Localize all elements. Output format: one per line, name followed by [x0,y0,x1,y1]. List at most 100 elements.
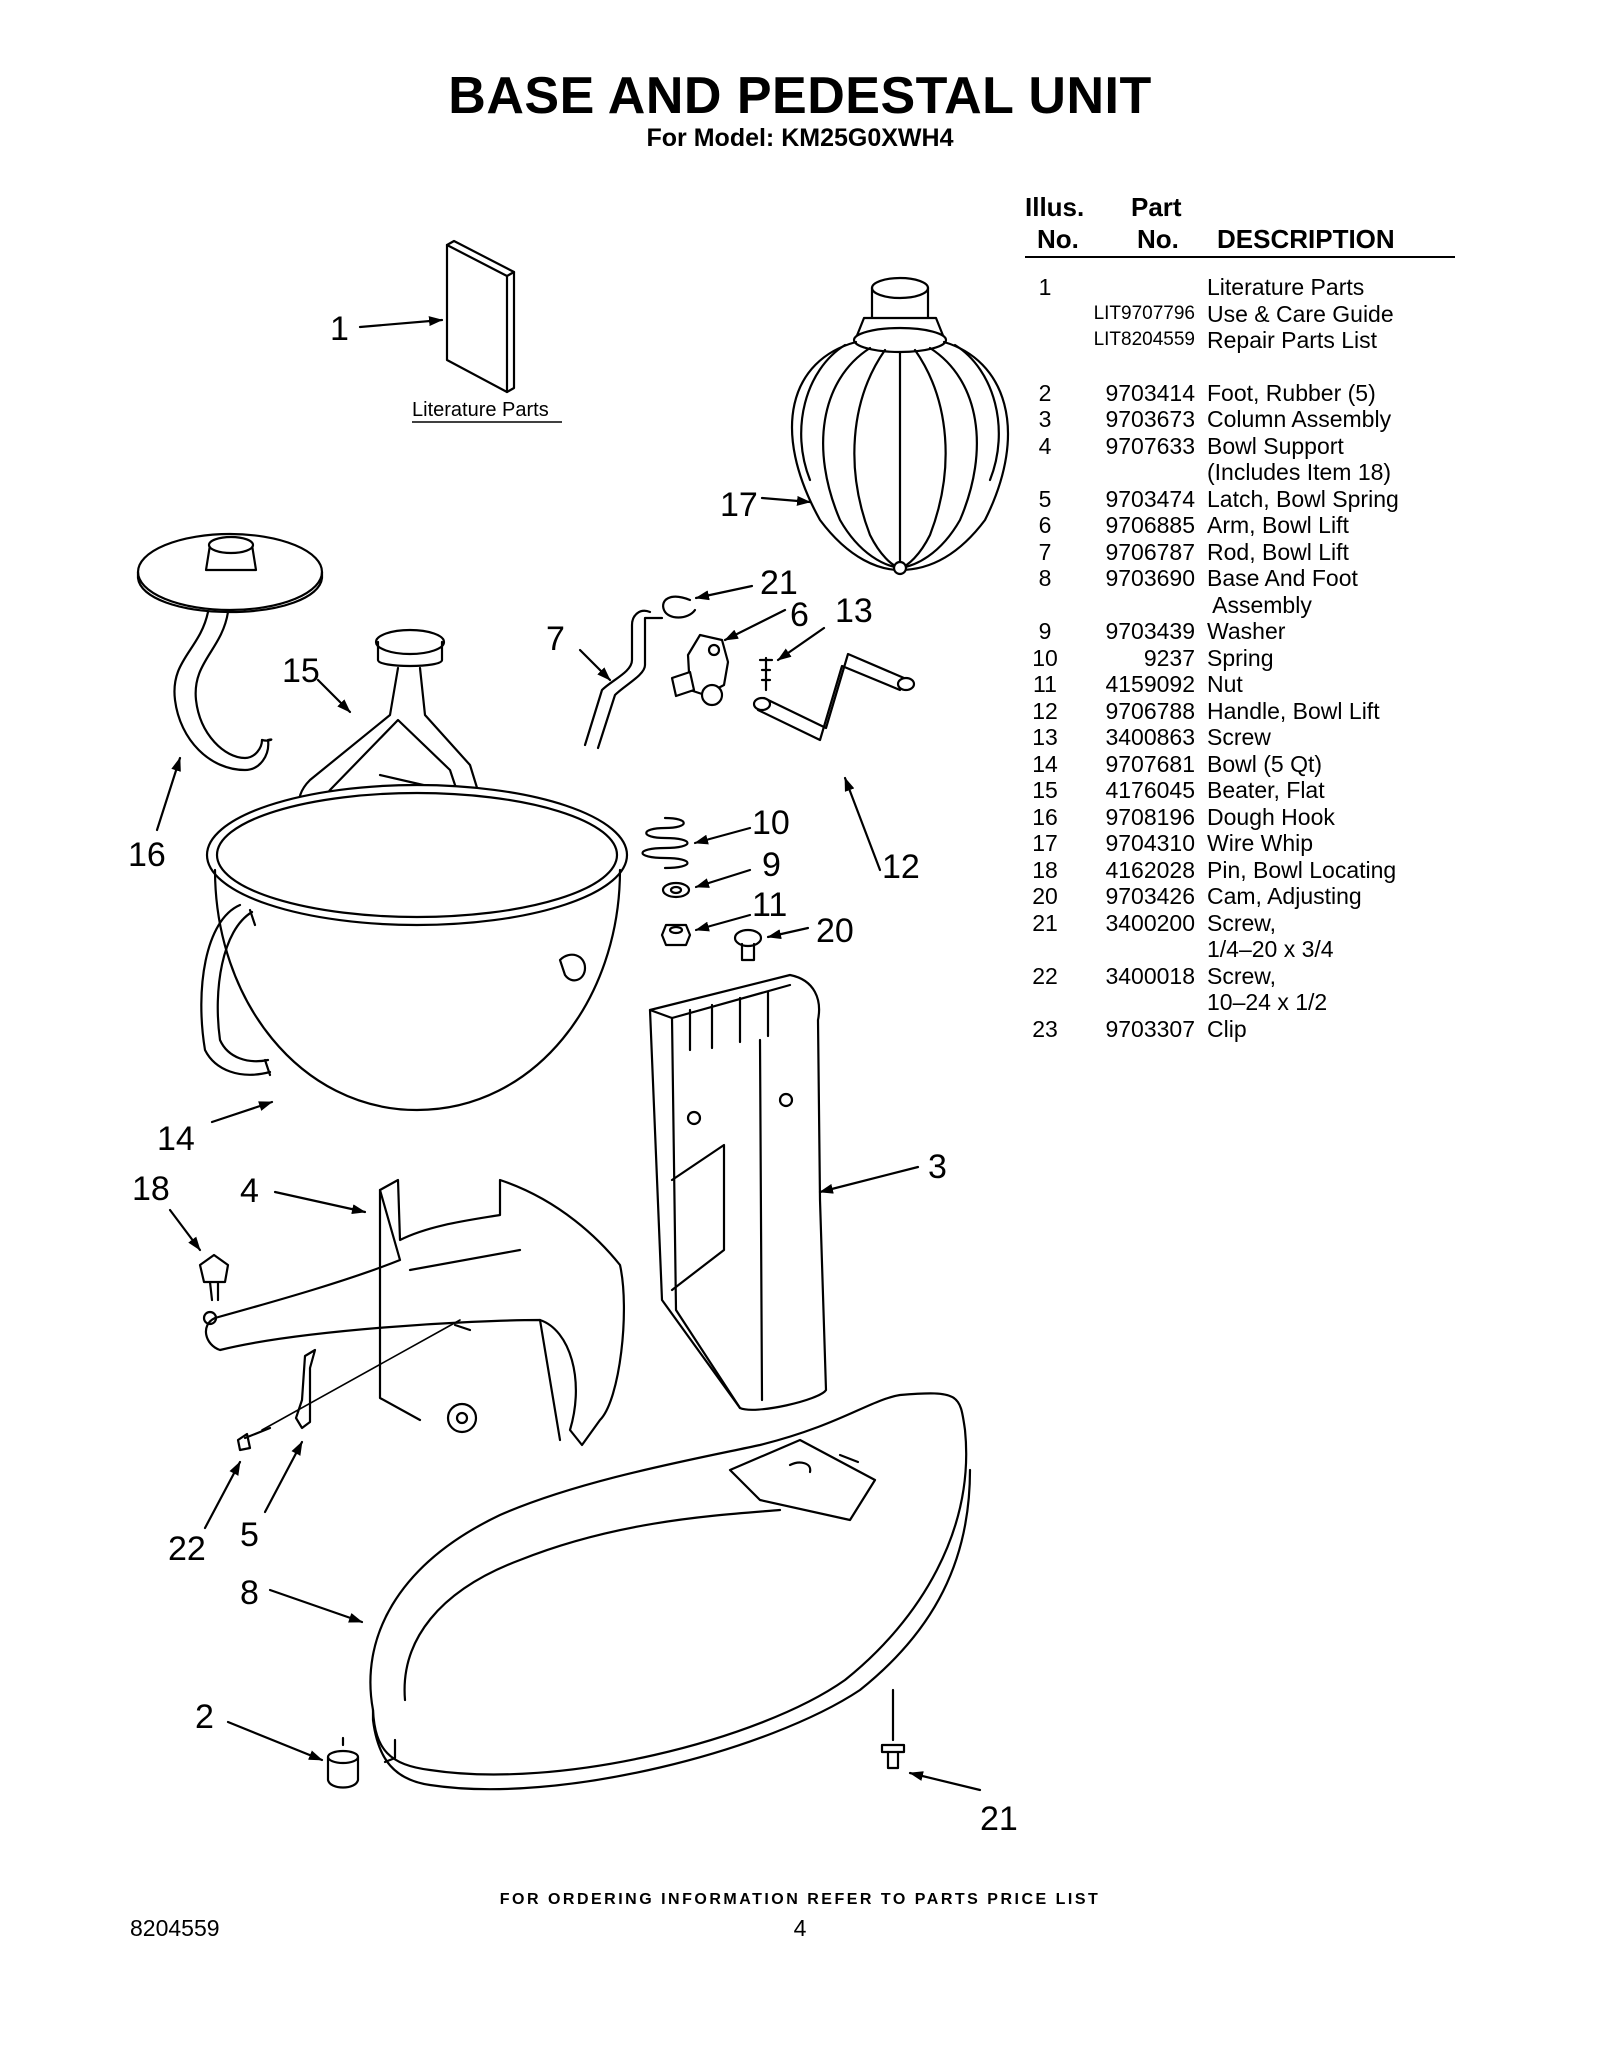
description-cell: Bowl (5 Qt) [1207,750,1323,777]
part-number-cell: 3400200 [1105,909,1195,936]
table-row: Assembly [1025,592,1455,619]
callout-15: 15 [282,652,320,690]
callout-6: 6 [790,596,809,634]
callout-12: 12 [882,848,920,886]
header-illus-line1: Illus. [1025,192,1085,222]
callout-17: 17 [720,486,758,524]
part-number-cell: 9703307 [1105,1015,1195,1042]
table-row: (Includes Item 18) [1025,459,1455,486]
illus-number-cell: 3 [1038,406,1052,432]
description-cell: Screw, [1207,909,1277,936]
bowl-support-drawing [202,1178,625,1447]
callout-20: 20 [816,912,854,950]
illus-number-cell: 13 [1032,724,1058,750]
part-number-cell: 9703426 [1105,883,1195,909]
callout-1: 1 [330,310,349,348]
callout-22: 22 [168,1530,206,1568]
part-number-cell: 9703673 [1105,406,1195,432]
description-cell: Beater, Flat [1207,777,1325,803]
part-number-cell: 9703414 [1105,379,1195,406]
part-number-cell: LIT9707796 [1093,302,1195,324]
description-cell: Clip [1207,1015,1247,1042]
callout-4: 4 [240,1172,259,1210]
illus-number-cell: 6 [1038,512,1052,538]
nut-drawing [660,923,692,947]
table-row: LIT8204559 Repair Parts List [1025,327,1455,354]
callout-5: 5 [240,1516,259,1554]
description-cell: Spring [1207,644,1274,671]
table-row: 7 9706787 Rod, Bowl Lift [1025,539,1455,566]
description-cell: Arm, Bowl Lift [1207,512,1349,538]
illus-number-cell: 7 [1038,538,1052,565]
part-number-cell: 9708196 [1105,803,1195,830]
column-assembly-drawing [648,973,828,1411]
base-foot-drawing [369,1392,972,1791]
description-cell: Cam, Adjusting [1207,883,1362,909]
description-cell: Latch, Bowl Spring [1207,485,1399,512]
description-cell: Repair Parts List [1207,327,1378,353]
table-row: 4 9707633 Bowl Support [1025,433,1455,460]
part-number-cell: 9706885 [1105,512,1195,538]
description-cell: Washer [1207,618,1286,644]
callout-16: 16 [128,836,166,874]
description-cell: Screw, [1207,962,1277,989]
illus-number-cell: 15 [1032,777,1058,803]
part-number-cell: 4176045 [1105,777,1195,803]
description-cell: Screw [1207,724,1271,750]
callout-3: 3 [928,1148,947,1186]
part-number-cell: 9703439 [1105,618,1195,644]
callout-9: 9 [762,846,781,884]
spring-drawing [641,816,689,870]
part-number-cell: LIT8204559 [1093,329,1195,350]
washer-drawing [661,881,691,899]
callout-10: 10 [752,804,790,842]
model-subtitle: For Model: KM25G0XWH4 [646,124,954,152]
table-row: 1/4–20 x 3/4 [1025,936,1455,963]
dough-hook-drawing [136,532,324,772]
description-cell: Bowl Support [1207,432,1344,459]
part-number-cell: 9707633 [1105,432,1195,459]
description-cell: Rod, Bowl Lift [1207,538,1349,565]
table-row: 10–24 x 1/2 [1025,989,1455,1016]
callout-2: 2 [195,1698,214,1736]
header-illus-line2: No. [1037,224,1079,254]
description-cell: Dough Hook [1207,803,1335,830]
illus-number-cell: 5 [1038,485,1052,512]
part-number-cell: 9706787 [1105,538,1195,565]
illus-number-cell: 1 [1038,274,1052,300]
part-number-cell: 9707681 [1105,750,1195,777]
table-row: 15 4176045 Beater, Flat [1025,777,1455,804]
rod-drawing [583,609,652,747]
description-cell: Wire Whip [1207,830,1314,856]
part-number-cell: 4162028 [1105,856,1195,883]
description-cell: (Includes Item 18) [1207,459,1392,485]
page-number: 4 [793,1915,807,1941]
illus-number-cell: 17 [1032,830,1058,856]
description-cell: Column Assembly [1207,406,1392,432]
illus-number-cell: 4 [1038,432,1052,459]
part-number-cell: 9706788 [1105,697,1195,724]
description-cell: Pin, Bowl Locating [1207,856,1397,883]
clip-drawing [662,595,697,619]
part-number-cell: 9703690 [1105,565,1195,591]
callout-18: 18 [132,1170,170,1208]
ordering-info-note: FOR ORDERING INFORMATION REFER TO PARTS … [499,1891,1101,1908]
description-cell: Literature Parts [1207,274,1365,300]
illus-number-cell: 2 [1038,379,1052,406]
literature-parts-label: Literature Parts [412,399,549,421]
screw-13-drawing [758,656,774,692]
table-row: 6 9706885 Arm, Bowl Lift [1025,512,1455,539]
screw-21-drawing [880,1688,906,1770]
callout-7: 7 [546,620,565,658]
